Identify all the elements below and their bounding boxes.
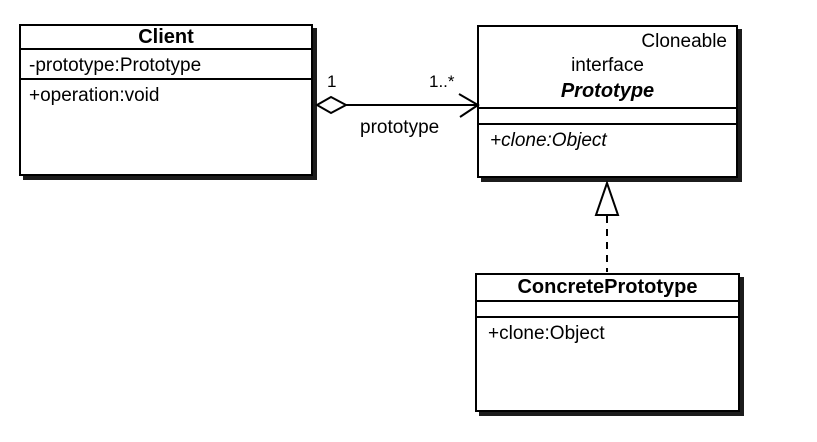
prototype-header-compartment: Cloneable interface Prototype [479, 27, 736, 109]
client-attribute: -prototype:Prototype [29, 55, 202, 76]
prototype-annotation: Cloneable [641, 31, 727, 52]
client-operation: +operation:void [29, 85, 160, 106]
class-title-concrete-prototype: ConcretePrototype [477, 275, 738, 302]
association-open-arrowhead-icon [458, 93, 480, 118]
class-title-prototype: Prototype [560, 80, 655, 102]
class-box-prototype: Cloneable interface Prototype +clone:Obj… [477, 25, 738, 178]
class-title-client: Client [21, 26, 311, 50]
class-box-concrete-prototype: ConcretePrototype +clone:Object [475, 273, 740, 412]
concrete-operation: +clone:Object [488, 323, 605, 344]
association-role-label: prototype [360, 117, 440, 138]
prototype-operations-compartment: +clone:Object [479, 125, 736, 176]
client-operations-compartment: +operation:void [21, 80, 311, 174]
concrete-operations-compartment: +clone:Object [477, 318, 738, 410]
prototype-stereotype: interface [571, 55, 644, 76]
prototype-operation: +clone:Object [490, 130, 607, 151]
client-attributes-compartment: -prototype:Prototype [21, 50, 311, 80]
association-target-multiplicity: 1..* [429, 72, 455, 91]
association-source-multiplicity: 1 [327, 72, 337, 91]
aggregation-diamond-icon [314, 95, 349, 115]
prototype-attributes-compartment [479, 109, 736, 125]
class-box-client: Client -prototype:Prototype +operation:v… [19, 24, 313, 176]
concrete-attributes-compartment [477, 302, 738, 318]
realization-triangle-arrowhead-icon [594, 179, 620, 216]
